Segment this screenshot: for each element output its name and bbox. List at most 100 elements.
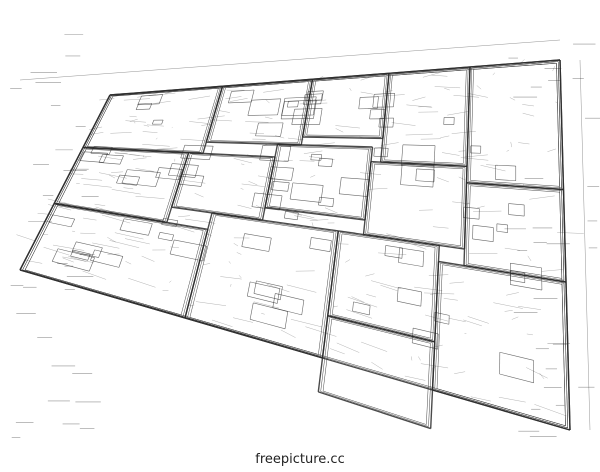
detail-line xyxy=(520,59,525,64)
room-wall xyxy=(329,317,433,343)
room-wall xyxy=(565,281,571,431)
room-wall xyxy=(320,391,429,427)
room-wall xyxy=(470,185,560,193)
detail-line xyxy=(219,110,230,113)
room-wall xyxy=(329,232,341,316)
furniture-outline xyxy=(228,91,232,103)
detail-line xyxy=(241,163,245,165)
room-wall xyxy=(264,144,279,208)
furniture-outline xyxy=(321,90,324,100)
furniture-outline xyxy=(352,310,370,316)
detail-line xyxy=(473,210,502,212)
detail-line xyxy=(128,278,156,288)
furniture-outline xyxy=(70,218,76,228)
room-wall xyxy=(84,148,187,154)
room-wall xyxy=(468,68,473,182)
furniture-outline xyxy=(155,167,160,178)
furniture-outline xyxy=(374,93,395,95)
furniture-outline xyxy=(283,211,286,219)
room-wall xyxy=(365,233,463,248)
room-wall xyxy=(266,145,280,207)
furniture-outline xyxy=(253,302,288,312)
room-wall xyxy=(277,143,373,148)
detail-line xyxy=(492,72,496,76)
detail-line xyxy=(187,304,195,307)
furniture-outline xyxy=(108,147,113,155)
detail-line xyxy=(310,175,316,178)
room-wall xyxy=(468,181,562,189)
furniture-outline xyxy=(271,189,288,192)
furniture-outline xyxy=(279,195,283,211)
room-wall xyxy=(182,229,206,317)
furniture-outline xyxy=(398,287,422,293)
furniture-outline xyxy=(268,166,272,179)
room-wall xyxy=(87,96,114,147)
room-wall xyxy=(468,184,562,192)
furniture-outline xyxy=(119,218,125,230)
room-wall xyxy=(473,62,557,70)
furniture-outline xyxy=(135,103,139,110)
detail-line xyxy=(368,146,384,151)
detail-line xyxy=(164,89,182,94)
detail-line xyxy=(275,135,285,139)
detail-line xyxy=(95,206,116,214)
room-wall xyxy=(58,202,164,221)
furniture-outline xyxy=(275,293,304,301)
detail-line xyxy=(107,253,120,255)
room-wall xyxy=(327,314,435,343)
furniture-outline xyxy=(309,237,312,249)
room-wall xyxy=(563,283,569,428)
room-wall xyxy=(370,160,468,167)
room-wall xyxy=(279,145,371,149)
furniture-outline xyxy=(303,94,306,105)
furniture-outline xyxy=(102,154,124,157)
detail-line xyxy=(82,270,107,280)
furniture-outline xyxy=(422,251,425,267)
detail-line xyxy=(98,155,122,160)
furniture-outline xyxy=(433,145,436,168)
room-wall xyxy=(338,230,440,247)
room-wall xyxy=(362,148,371,219)
room-wall xyxy=(434,389,568,429)
furniture-outline xyxy=(401,144,404,166)
detail-line xyxy=(440,135,450,138)
furniture-outline xyxy=(159,232,174,236)
detail-line xyxy=(361,341,388,352)
room-wall xyxy=(379,75,386,137)
furniture-outline xyxy=(472,224,494,228)
furniture-outline xyxy=(372,94,375,108)
room-wall xyxy=(306,81,316,136)
room-wall xyxy=(190,153,273,159)
room-wall xyxy=(208,86,225,142)
furniture-outline xyxy=(499,351,534,361)
detail-line xyxy=(189,121,209,124)
furniture-outline xyxy=(247,114,278,116)
detail-line xyxy=(404,375,426,381)
furniture-outline xyxy=(296,212,299,220)
furniture-outline xyxy=(262,145,291,147)
detail-line xyxy=(391,122,416,126)
furniture-outline xyxy=(119,155,124,165)
furniture-outline xyxy=(249,302,254,320)
furniture-outline xyxy=(181,173,204,177)
furniture-outline xyxy=(209,146,214,160)
detail-line xyxy=(347,296,378,308)
detail-line xyxy=(360,172,382,175)
detail-line xyxy=(498,396,526,403)
room-wall xyxy=(465,66,471,183)
furniture-outline xyxy=(141,94,163,97)
furniture-outline xyxy=(71,241,77,252)
room-wall xyxy=(470,180,560,187)
detail-line xyxy=(24,260,43,264)
furniture-outline xyxy=(268,237,272,252)
furniture-outline xyxy=(280,101,285,120)
detail-line xyxy=(377,94,405,97)
detail-line xyxy=(371,362,383,370)
furniture-outline xyxy=(124,218,153,224)
room-wall xyxy=(189,215,216,318)
room-wall xyxy=(184,317,323,359)
detail-line xyxy=(201,123,212,126)
furniture-outline xyxy=(499,373,534,384)
room-wall xyxy=(85,95,112,148)
detail-line xyxy=(290,319,323,328)
